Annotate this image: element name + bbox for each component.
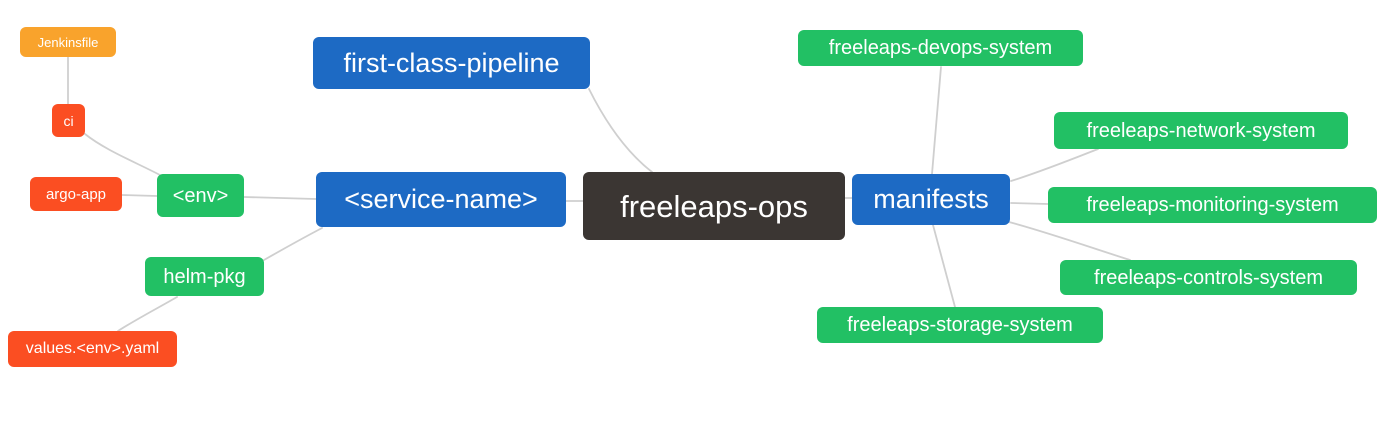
node-manifests[interactable]: manifests	[852, 174, 1010, 225]
edge-manifests-network	[1010, 148, 1099, 182]
node-values-env-yaml[interactable]: values.<env>.yaml	[8, 331, 177, 367]
node-freeleaps-devops-system[interactable]: freeleaps-devops-system	[798, 30, 1083, 66]
node-freeleaps-monitoring-system[interactable]: freeleaps-monitoring-system	[1048, 187, 1377, 223]
node-first-class-pipeline[interactable]: first-class-pipeline	[313, 37, 590, 89]
node-env[interactable]: <env>	[157, 174, 244, 217]
node-helm-pkg[interactable]: helm-pkg	[145, 257, 264, 296]
edge-manifests-monitoring	[1010, 202, 1049, 205]
node-freeleaps-controls-system[interactable]: freeleaps-controls-system	[1060, 260, 1357, 295]
edge-ci-env	[84, 133, 161, 176]
edge-pipeline-root	[588, 88, 653, 173]
node-service-name[interactable]: <service-name>	[316, 172, 566, 227]
edge-manifests-storage	[932, 224, 956, 308]
node-ci[interactable]: ci	[52, 104, 85, 137]
edge-manifests-devops	[931, 66, 942, 175]
node-argo-app[interactable]: argo-app	[30, 177, 122, 211]
edge-argo-app-env	[121, 194, 158, 197]
edge-helm-pkg-service-name	[263, 227, 323, 261]
edge-manifests-controls	[1008, 221, 1131, 261]
edge-env-service-name	[243, 196, 317, 200]
edge-values-helm-pkg	[117, 296, 178, 332]
node-freeleaps-storage-system[interactable]: freeleaps-storage-system	[817, 307, 1103, 343]
node-freeleaps-network-system[interactable]: freeleaps-network-system	[1054, 112, 1348, 149]
node-jenkinsfile[interactable]: Jenkinsfile	[20, 27, 116, 57]
node-freeleaps-ops[interactable]: freeleaps-ops	[583, 172, 845, 240]
